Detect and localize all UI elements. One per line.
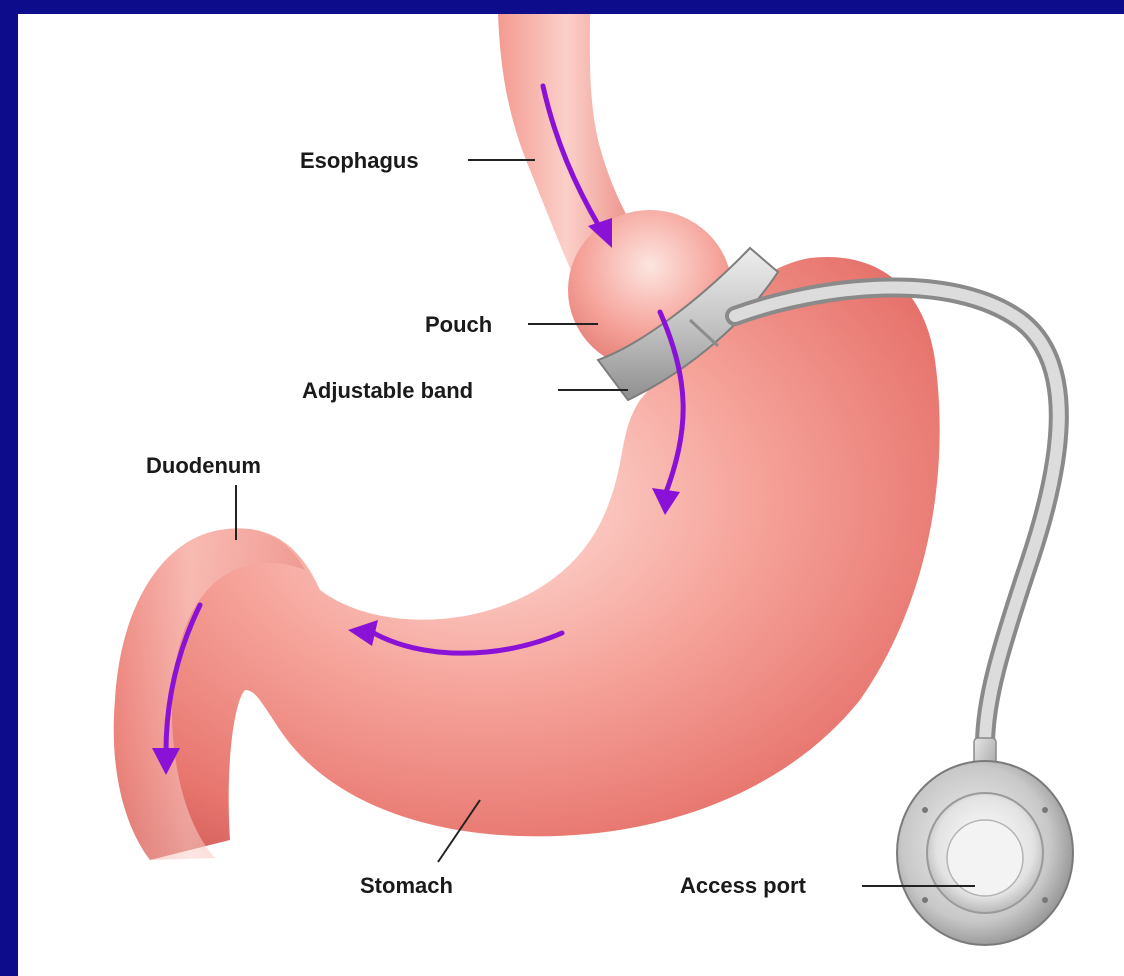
label-pouch: Pouch: [425, 312, 492, 337]
label-duodenum: Duodenum: [146, 453, 261, 478]
label-stomach: Stomach: [360, 873, 453, 898]
label-adjustable-band: Adjustable band: [302, 378, 473, 403]
label-access-port: Access port: [680, 873, 807, 898]
access-port-icon: [897, 761, 1073, 945]
label-esophagus: Esophagus: [300, 148, 419, 173]
